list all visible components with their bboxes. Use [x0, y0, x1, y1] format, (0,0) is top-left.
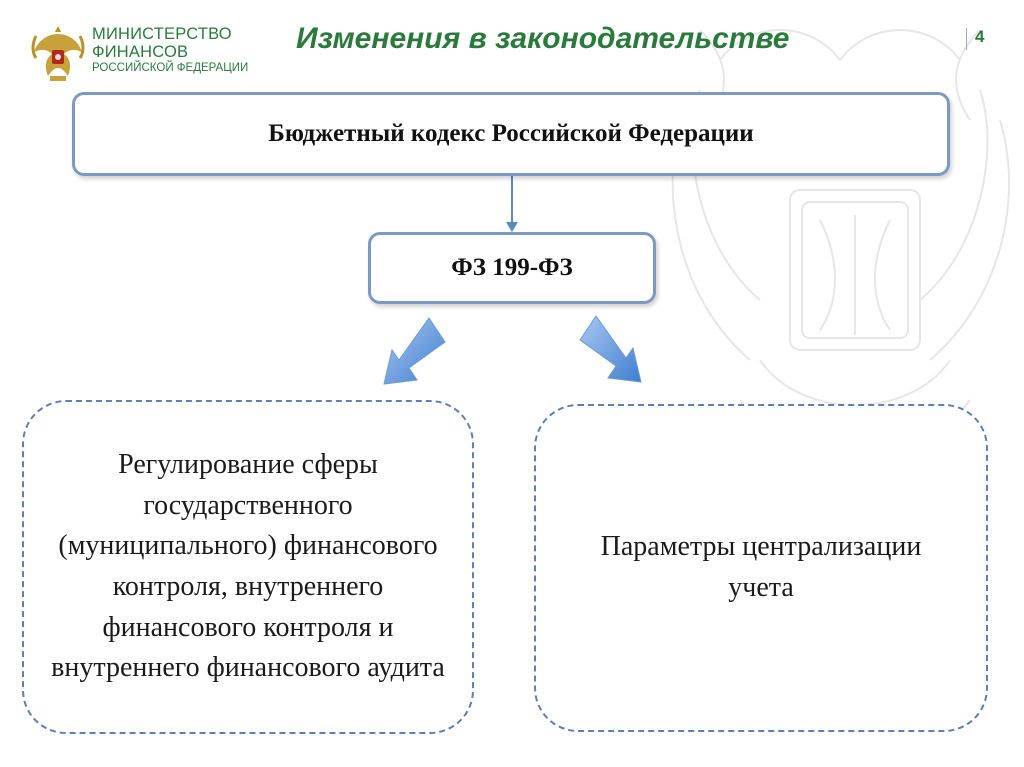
- double-headed-eagle-emblem: [31, 26, 85, 81]
- slide-title: Изменения в законодательстве: [296, 22, 790, 55]
- logo-line-3: РОССИЙСКОЙ ФЕДЕРАЦИИ: [92, 62, 249, 74]
- page-number-divider: [966, 28, 967, 50]
- budget-code-box: Бюджетный кодекс Российской Федерации: [72, 92, 950, 176]
- accounting-centralization-box: Параметры централизации учета: [534, 404, 988, 732]
- ministry-logo-text: МИНИСТЕРСТВО ФИНАНСОВ РОССИЙСКОЙ ФЕДЕРАЦ…: [92, 26, 248, 75]
- financial-control-text: Регулирование сферы государственного (му…: [51, 449, 445, 684]
- financial-control-box: Регулирование сферы государственного (му…: [22, 400, 474, 734]
- logo-line-2: ФИНАНСОВ: [92, 42, 189, 61]
- arrow-down-left-icon: [383, 317, 446, 385]
- connector-line: [506, 176, 518, 232]
- logo-line-1: МИНИСТЕРСТВО: [92, 25, 232, 43]
- arrow-down-right-icon: [579, 315, 642, 383]
- federal-law-label: ФЗ 199-ФЗ: [451, 254, 573, 281]
- page-number: 4: [975, 27, 985, 46]
- budget-code-label: Бюджетный кодекс Российской Федерации: [268, 120, 754, 147]
- federal-law-box: ФЗ 199-ФЗ: [368, 232, 656, 304]
- accounting-centralization-text: Параметры централизации учета: [600, 531, 922, 603]
